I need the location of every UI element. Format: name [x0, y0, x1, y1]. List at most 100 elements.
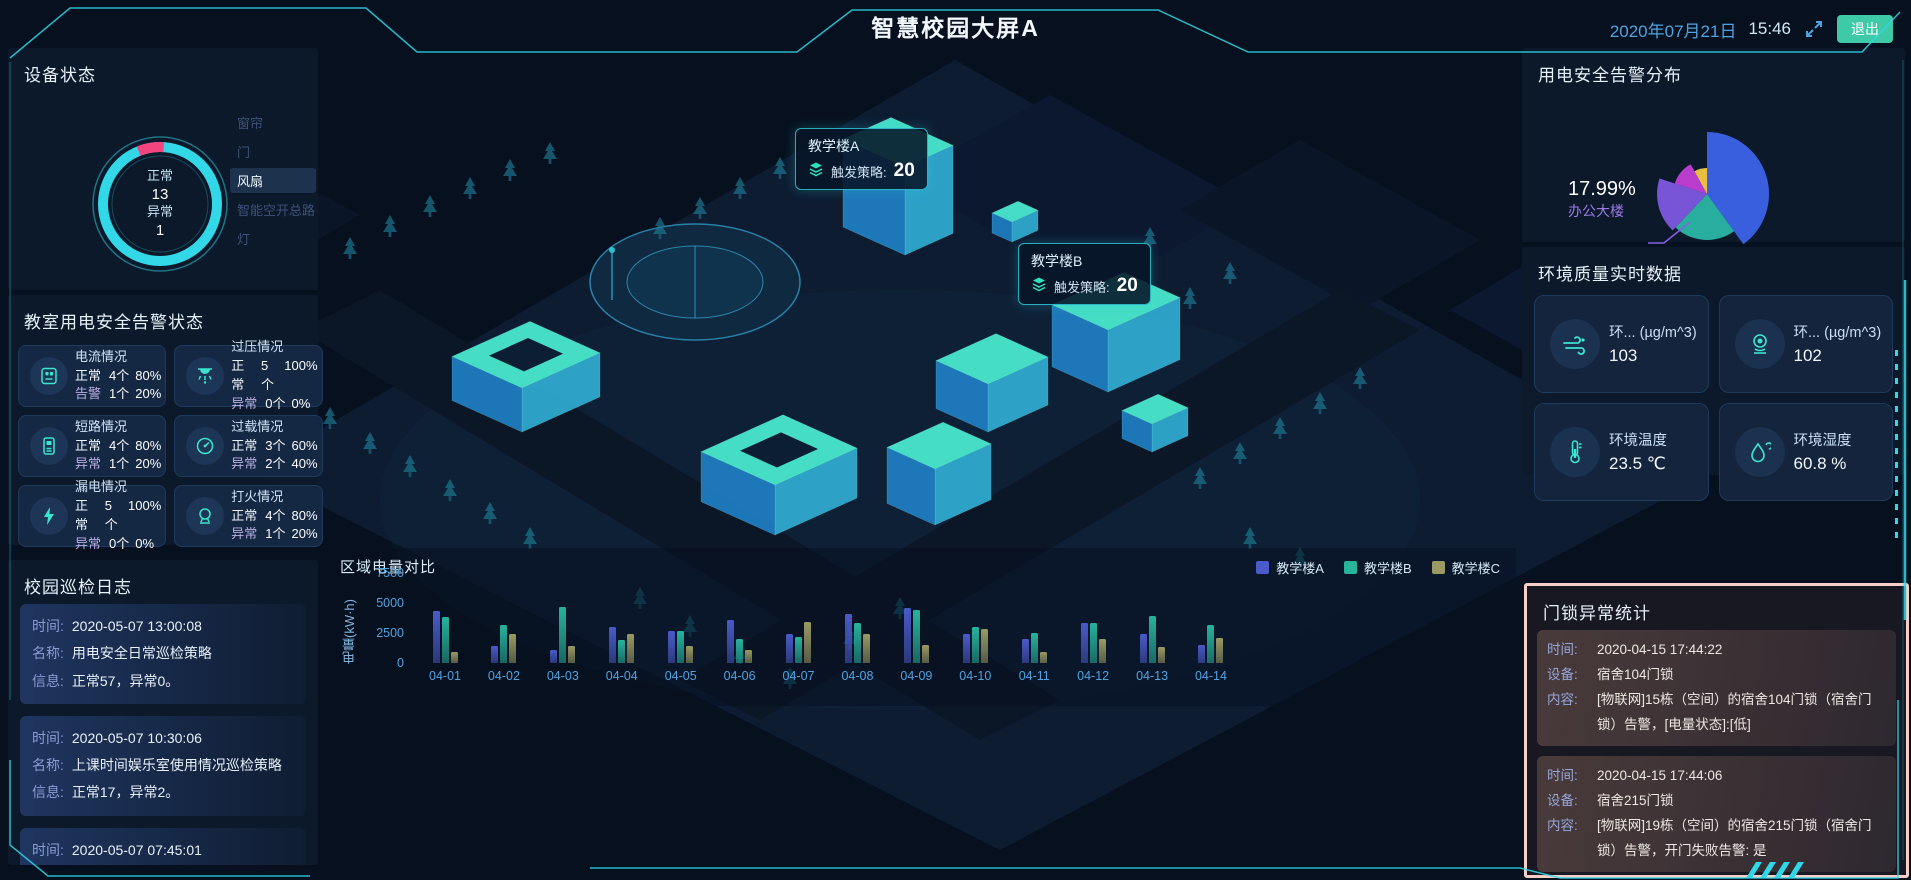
- env-card-label: 环境温度: [1609, 433, 1667, 450]
- bar-group-04-05: 04-05: [653, 573, 709, 691]
- fullscreen-icon[interactable]: [1803, 18, 1825, 40]
- spark-icon: [186, 497, 225, 535]
- bar-x-tick: 04-14: [1194, 669, 1227, 683]
- legend-item-building-a[interactable]: 教学楼A: [1256, 558, 1324, 577]
- bar-group-04-11: 04-11: [1006, 573, 1062, 691]
- bar-group-04-14: 04-14: [1183, 573, 1239, 691]
- device-legend-item-fan[interactable]: 风扇: [230, 168, 316, 193]
- bar-group-04-01: 04-01: [417, 573, 473, 691]
- device-legend-item-breaker[interactable]: 智能空开总路: [237, 203, 316, 218]
- env-card-1: 环... (µg/m^3) 102: [1718, 295, 1893, 393]
- bar-教学楼C: [686, 646, 694, 663]
- camera-icon: [1734, 319, 1785, 369]
- bar-x-tick: 04-02: [487, 669, 520, 683]
- bar-x-tick: 04-11: [1018, 669, 1050, 683]
- env-card-2: 环境温度 23.5 ℃: [1534, 403, 1709, 501]
- exit-button[interactable]: 退出: [1837, 15, 1893, 43]
- bar-y-tick: 0: [397, 656, 404, 670]
- safety-card-name: 短路情况: [75, 418, 128, 434]
- bar-x-tick: 04-09: [900, 669, 933, 683]
- bar-教学楼B: [853, 623, 861, 663]
- gauge-icon: [186, 427, 225, 465]
- legend-item-building-b[interactable]: 教学楼B: [1343, 558, 1412, 577]
- bar-教学楼B: [1089, 623, 1097, 663]
- bar-group-04-04: 04-04: [594, 573, 650, 691]
- bar-教学楼A: [962, 634, 970, 663]
- bar-x-tick: 04-05: [664, 669, 697, 683]
- pie-callout-percent: 17.99%: [1568, 178, 1636, 200]
- tooltip-policy-label: 触发策略:: [831, 164, 887, 180]
- bar-教学楼A: [1198, 645, 1206, 663]
- legend-swatch: [1431, 561, 1445, 574]
- socket-icon: [30, 357, 68, 395]
- map-tooltip-building-b[interactable]: 教学楼B 触发策略: 20: [1018, 243, 1151, 305]
- bar-教学楼B: [912, 610, 920, 663]
- bar-chart-ylabel: 电量(kW·h): [342, 599, 357, 665]
- bar-x-tick: 04-07: [782, 669, 815, 683]
- env-card-value: 102: [1793, 345, 1822, 365]
- bar-group-04-10: 04-10: [947, 573, 1003, 691]
- panel-device-status: 设备状态 正常 13 异常 1 窗帘 门 风扇 智能空开总路 灯: [8, 48, 318, 290]
- bar-教学楼A: [491, 646, 499, 663]
- bar-y-tick: 7500: [376, 566, 404, 580]
- legend-item-building-c[interactable]: 教学楼C: [1431, 558, 1500, 577]
- bar-教学楼B: [1148, 616, 1156, 663]
- bar-教学楼B: [441, 617, 449, 663]
- bar-y-tick: 5000: [376, 596, 404, 610]
- device-legend-item-curtain[interactable]: 窗帘: [237, 116, 264, 131]
- bar-chart-title: 区域电量对比: [340, 559, 437, 576]
- tooltip-building-name: 教学楼A: [808, 138, 860, 154]
- bar-教学楼C: [450, 652, 458, 663]
- donut-abnormal-value: 1: [155, 221, 165, 239]
- bar-x-tick: 04-04: [605, 669, 638, 683]
- device-legend-item-door[interactable]: 门: [237, 145, 251, 160]
- tooltip-policy-label: 触发策略:: [1054, 279, 1110, 295]
- bar-教学楼A: [786, 634, 794, 663]
- header-time: 15:46: [1748, 19, 1791, 38]
- bar-group-04-08: 04-08: [829, 573, 885, 691]
- device-legend-item-light[interactable]: 灯: [237, 232, 251, 247]
- bar-group-04-12: 04-12: [1065, 573, 1121, 691]
- bar-x-tick: 04-13: [1136, 669, 1169, 683]
- bar-group-04-09: 04-09: [888, 573, 944, 691]
- bar-教学楼C: [1157, 647, 1165, 663]
- legend-label: 教学楼A: [1276, 561, 1324, 576]
- pie-callout-name: 办公大楼: [1568, 203, 1624, 219]
- bar-教学楼C: [1098, 639, 1106, 663]
- safety-card-name: 过载情况: [231, 418, 284, 434]
- map-tooltip-building-a[interactable]: 教学楼A 触发策略: 20: [795, 128, 928, 190]
- bar-group-04-06: 04-06: [712, 573, 768, 691]
- bar-教学楼C: [627, 634, 635, 663]
- legend-label: 教学楼B: [1363, 561, 1412, 576]
- legend-swatch: [1343, 561, 1357, 574]
- environment-title: 环境质量实时数据: [1538, 265, 1682, 284]
- bar-教学楼C: [1216, 637, 1224, 663]
- bar-教学楼A: [550, 649, 558, 663]
- bar-x-tick: 04-06: [723, 669, 756, 683]
- bar-教学楼A: [609, 627, 617, 663]
- bar-教学楼A: [1139, 634, 1147, 663]
- lightning-icon: [30, 497, 68, 535]
- power-safety-title: 教室用电安全告警状态: [24, 313, 204, 332]
- wind-icon: [1550, 319, 1600, 369]
- bar-教学楼A: [727, 619, 735, 663]
- door-lock-title: 门锁异常统计: [1543, 604, 1651, 623]
- safety-card-name: 打火情况: [231, 488, 284, 504]
- env-card-value: 60.8 %: [1793, 453, 1847, 473]
